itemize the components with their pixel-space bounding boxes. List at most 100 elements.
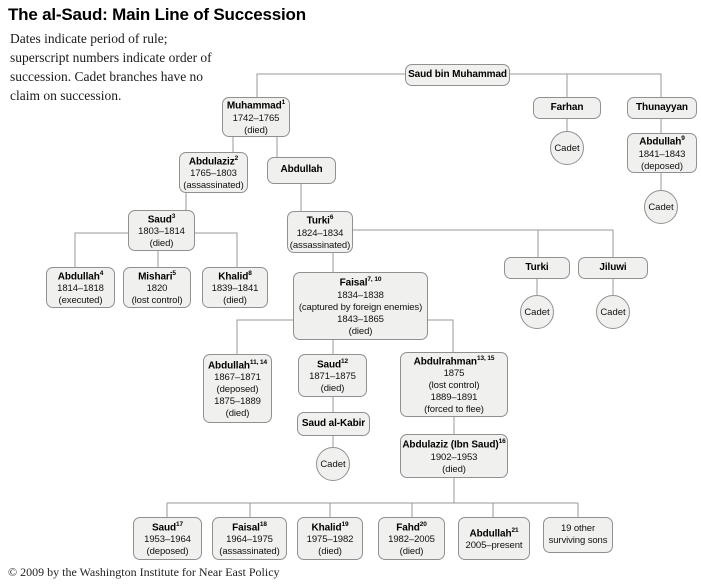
person-name: Muhammad1	[226, 99, 286, 112]
end-of-rule: (died)	[320, 383, 345, 395]
legend-note-line: claim on succession.	[10, 88, 122, 104]
cadet-circle-jiluwi: Cadet	[596, 295, 630, 329]
node-19-other-surviving-sons: 19 other surviving sons	[543, 517, 613, 553]
node-fahd-20: Fahd20 1982–2005 (died)	[378, 517, 445, 560]
end-of-rule: (lost control)	[428, 380, 480, 392]
node-abdullah-9: Abdullah9 1841–1843 (deposed)	[627, 133, 697, 173]
cadet-label: Cadet	[600, 306, 626, 318]
rule-dates: 1964–1975	[226, 534, 273, 546]
succession-number: 11, 14	[249, 358, 268, 366]
person-name: Faisal18	[232, 520, 267, 533]
end-of-rule: (executed)	[58, 295, 103, 307]
cadet-circle-turki: Cadet	[520, 295, 554, 329]
end-of-rule: (assassinated)	[289, 239, 351, 251]
rule-dates: 1875–1889	[214, 396, 261, 408]
node-abdulrahman-13-15: Abdulrahman13, 15 1875 (lost control) 18…	[400, 352, 508, 417]
person-name: Turki6	[306, 214, 334, 227]
rule-dates: 1902–1953	[430, 451, 478, 463]
rule-dates: 1839–1841	[211, 283, 259, 295]
person-name: Abdullah4	[57, 269, 104, 282]
node-muhammad-1: Muhammad1 1742–1765 (died)	[222, 97, 290, 137]
rule-dates: 1820	[146, 283, 168, 295]
node-turki-6: Turki6 1824–1834 (assassinated)	[287, 211, 353, 253]
succession-number: 5	[172, 269, 176, 277]
node-abdullah: Abdullah	[267, 157, 336, 184]
page-title: The al-Saud: Main Line of Succession	[8, 5, 306, 24]
succession-number: 4	[99, 269, 104, 277]
succession-number: 1	[281, 99, 286, 107]
end-of-rule: (assassinated)	[219, 546, 280, 558]
rule-dates: 1814–1818	[57, 283, 104, 295]
cadet-label: Cadet	[648, 201, 674, 213]
person-name: Jiluwi	[599, 261, 627, 273]
end-of-rule: (died)	[348, 325, 373, 337]
succession-number: 18	[259, 520, 267, 528]
succession-number: 2	[234, 154, 239, 162]
rule-dates: 1841–1843	[638, 148, 686, 160]
end-of-rule: (died)	[442, 463, 466, 475]
cadet-label: Cadet	[524, 306, 550, 318]
end-of-rule: (died)	[318, 546, 342, 558]
rule-dates: 2005–present	[465, 540, 523, 552]
person-name: Abdullah11, 14	[207, 358, 268, 371]
legend-note-line: Dates indicate period of rule;	[10, 31, 168, 46]
end-of-rule: (deposed)	[641, 160, 683, 172]
node-farhan: Farhan	[533, 97, 601, 119]
node-khalid-19: Khalid19 1975–1982 (died)	[297, 517, 363, 560]
node-mishari-5: Mishari5 1820 (lost control)	[123, 267, 191, 308]
succession-number: 19	[341, 520, 349, 528]
end-of-rule: (died)	[244, 124, 268, 136]
succession-number: 6	[329, 214, 334, 222]
cadet-circle-thunayyan: Cadet	[644, 190, 678, 224]
rule-dates: 1975–1982	[306, 534, 354, 546]
rule-dates: 1982–2005	[388, 534, 435, 546]
other-sons-label: 19 other	[560, 523, 596, 534]
rule-dates: 1871–1875	[309, 371, 356, 383]
rule-dates: 1765–1803	[190, 168, 237, 180]
node-saud-bin-muhammad: Saud bin Muhammad	[405, 64, 510, 86]
person-name: Abdullah21	[469, 526, 519, 539]
person-name: Khalid19	[311, 520, 349, 533]
node-abdullah-21: Abdullah21 2005–present	[458, 517, 530, 560]
person-name: Abdullah9	[639, 135, 685, 148]
cadet-circle-saud-al-kabir: Cadet	[316, 447, 350, 481]
end-of-rule: (forced to flee)	[424, 404, 484, 416]
node-abdulaziz-ibn-saud-16: Abdulaziz (Ibn Saud)16 1902–1953 (died)	[400, 434, 508, 478]
end-of-rule: (lost control)	[131, 295, 183, 307]
rule-dates: 1867–1871	[214, 372, 261, 384]
end-of-rule: (died)	[223, 295, 247, 307]
end-of-rule: (died)	[149, 238, 174, 250]
rule-dates: 1875	[443, 368, 465, 380]
succession-number: 16	[498, 438, 506, 446]
succession-number: 3	[171, 212, 176, 220]
succession-number: 12	[341, 357, 349, 365]
rule-dates: 1953–1964	[144, 534, 191, 546]
end-of-rule: (assassinated)	[183, 180, 244, 192]
person-name: Faisal7, 10	[339, 276, 382, 289]
legend-note: Dates indicate period of rule; superscri…	[10, 29, 270, 106]
person-name: Saud3	[147, 212, 176, 225]
succession-number: 20	[419, 520, 427, 528]
person-name: Saud17	[151, 520, 184, 533]
person-name: Turki	[525, 261, 549, 273]
other-sons-label: surviving sons	[548, 535, 608, 546]
person-name: Khalid8	[218, 269, 252, 282]
succession-number: 13, 15	[476, 354, 495, 362]
person-name: Saud12	[316, 357, 349, 370]
copyright-notice: © 2009 by the Washington Institute for N…	[8, 565, 280, 579]
node-saud-al-kabir: Saud al-Kabir	[297, 412, 370, 436]
node-thunayyan: Thunayyan	[627, 97, 697, 119]
node-abdullah-4: Abdullah4 1814–1818 (executed)	[46, 267, 115, 308]
node-abdullah-11-14: Abdullah11, 14 1867–1871 (deposed) 1875–…	[203, 354, 272, 423]
person-name: Thunayyan	[636, 101, 688, 113]
person-name: Abdullah	[280, 164, 323, 176]
person-name: Abdulrahman13, 15	[413, 354, 495, 367]
person-name: Fahd20	[396, 520, 427, 533]
node-turki-cadet: Turki	[504, 257, 570, 279]
end-of-rule: (died)	[225, 408, 250, 420]
cadet-label: Cadet	[320, 458, 346, 470]
person-name: Farhan	[550, 101, 584, 113]
cadet-circle-farhan: Cadet	[550, 131, 584, 165]
